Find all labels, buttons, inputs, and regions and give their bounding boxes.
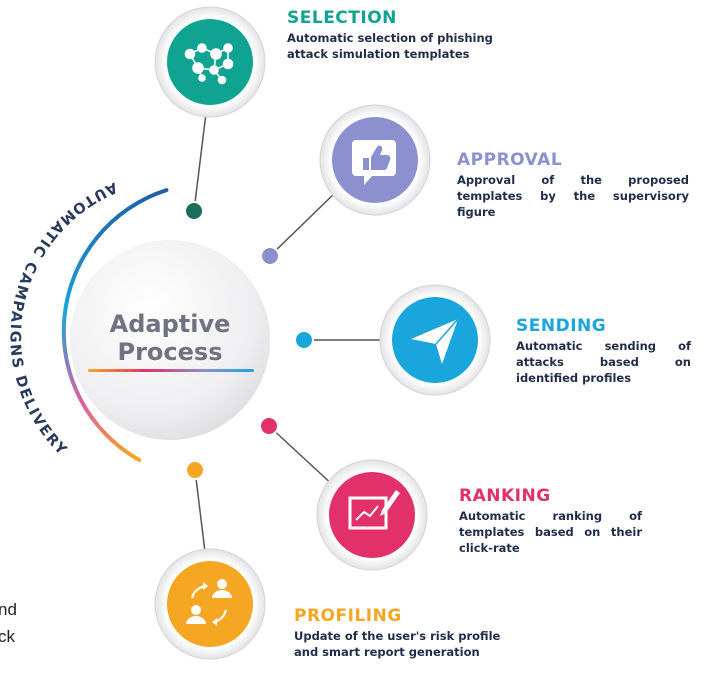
connector-ranking bbox=[268, 425, 336, 488]
step-desc-ranking: Automatic ranking of templates based on … bbox=[459, 509, 642, 555]
step-title-sending: SENDING bbox=[516, 316, 607, 336]
step-desc-selection: Automatic selection of phishing attack s… bbox=[287, 31, 493, 61]
center-circle bbox=[70, 240, 270, 440]
user-cycle-icon bbox=[186, 579, 232, 626]
delivery-arc bbox=[61, 188, 169, 462]
connector-profiling bbox=[194, 469, 207, 561]
left-cut-text-line1: nd bbox=[0, 600, 17, 619]
chart-board-icon bbox=[348, 490, 400, 530]
step-title-ranking: RANKING bbox=[459, 486, 551, 506]
dot-profiling bbox=[185, 460, 205, 480]
center-title-line2: Process bbox=[118, 338, 223, 366]
step-desc-sending: Automatic sending of attacks based on id… bbox=[516, 339, 691, 385]
step-profiling: PROFILING Update of the user's risk prof… bbox=[294, 606, 509, 660]
step-selection: SELECTION Automatic selection of phishin… bbox=[287, 8, 502, 62]
step-approval: APPROVAL Approval of the proposed templa… bbox=[457, 150, 689, 220]
connector-selection bbox=[193, 104, 208, 212]
connector-approval bbox=[269, 189, 339, 257]
center-underline bbox=[88, 369, 254, 372]
dot-ranking bbox=[259, 416, 279, 436]
step-title-approval: APPROVAL bbox=[457, 150, 563, 170]
dot-selection bbox=[184, 201, 204, 221]
dot-approval bbox=[260, 246, 280, 266]
step-sending: SENDING Automatic sending of attacks bas… bbox=[516, 316, 691, 386]
step-title-selection: SELECTION bbox=[287, 8, 397, 28]
left-cut-text: nd ck bbox=[0, 596, 17, 650]
step-desc-profiling: Update of the user's risk profile and sm… bbox=[294, 629, 501, 659]
step-title-profiling: PROFILING bbox=[294, 606, 402, 626]
step-desc-approval: Approval of the proposed templates by th… bbox=[457, 173, 689, 219]
dot-sending bbox=[294, 330, 314, 350]
center-title-line1: Adaptive bbox=[110, 310, 231, 338]
left-cut-text-line2: ck bbox=[0, 627, 15, 646]
network-nodes-icon bbox=[184, 43, 234, 85]
badge-profiling bbox=[167, 561, 253, 647]
paper-plane-icon bbox=[411, 318, 459, 364]
thumbs-up-icon bbox=[352, 140, 396, 185]
step-ranking: RANKING Automatic ranking of templates b… bbox=[459, 486, 642, 556]
badge-selection bbox=[167, 19, 253, 105]
